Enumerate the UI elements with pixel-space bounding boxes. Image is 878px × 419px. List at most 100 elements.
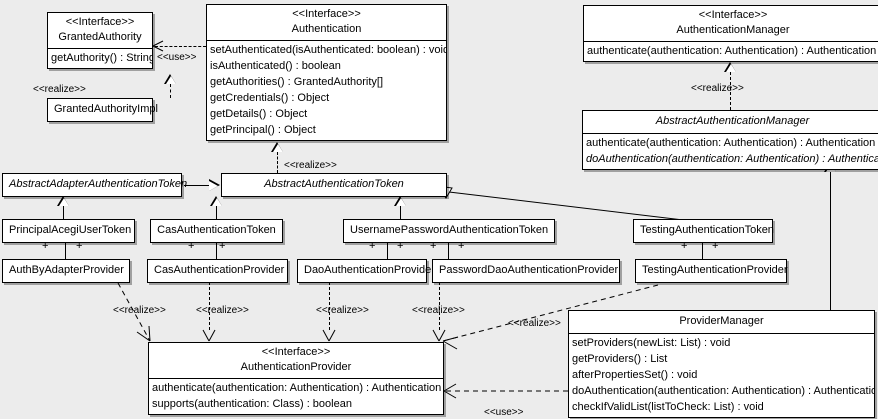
class-header-authentication: <<Interface>> Authentication: [207, 5, 446, 40]
use-label-granted-authority: <<use>>: [157, 52, 197, 63]
class-name-label: TestingAuthenticationProvider: [642, 264, 788, 276]
operation-row: getCredentials() : Object: [210, 92, 330, 104]
association-adornment-plus: +: [76, 240, 83, 252]
operations-compartment: authenticate(authentication: Authenticat…: [583, 134, 878, 169]
class-name-label: AuthenticationProvider: [240, 361, 352, 373]
class-name-label: AbstractAuthenticationToken: [264, 178, 404, 190]
class-header-authentication-provider: <<Interface>> AuthenticationProvider: [149, 343, 443, 378]
association-line-username-password-password-dao: [448, 240, 449, 260]
class-box-password-dao-authentication-provider[interactable]: PasswordDaoAuthenticationProvider: [432, 259, 620, 283]
class-name-label: UsernamePasswordAuthenticationToken: [350, 224, 549, 236]
realize-line-cas-provider: [209, 282, 210, 330]
association-adornment-plus: +: [712, 240, 719, 252]
operation-row: getAuthorities() : GrantedAuthority[]: [210, 76, 384, 88]
class-header-password-dao-authentication-provider: PasswordDaoAuthenticationProvider: [433, 260, 619, 282]
class-name-label: AbstractAuthenticationManager: [655, 115, 810, 127]
generalization-arrowhead-authentication-manager: [724, 62, 737, 72]
class-name-label: ProviderManager: [679, 315, 764, 327]
operations-compartment: getAuthority() : String: [48, 49, 152, 68]
association-line-testing-token-provider: [702, 240, 703, 260]
compartment-divider: [48, 48, 152, 49]
realize-line-password-dao-provider: [439, 282, 440, 330]
class-name-label: DaoAuthenticationProvider: [304, 264, 435, 276]
realize-label-dao-provider: <<realize>>: [316, 305, 369, 316]
realize-label-authentication-manager: <<realize>>: [691, 83, 744, 94]
class-header-granted-authority-impl: GrantedAuthorityImpl: [48, 99, 158, 121]
association-adornment-plus: +: [430, 240, 437, 252]
class-name-label: AbstractAdapterAuthenticationToken: [9, 178, 188, 190]
realize-label-testing-provider: <<realize>>: [508, 318, 561, 329]
generalization-arrowhead-granted-authority: [164, 74, 177, 84]
class-box-testing-authentication-provider[interactable]: TestingAuthenticationProvider: [635, 259, 788, 283]
generalization-line-adapter-token: [184, 185, 210, 186]
generalization-arrowhead-authentication: [271, 142, 284, 152]
class-box-auth-by-adapter-provider[interactable]: AuthByAdapterProvider: [2, 259, 130, 283]
operation-row: isAuthenticated() : boolean: [210, 60, 341, 72]
class-box-cas-authentication-token[interactable]: CasAuthenticationToken: [150, 219, 283, 243]
compartment-divider: [149, 378, 443, 379]
class-header-authentication-manager: <<Interface>> AuthenticationManager: [584, 6, 878, 41]
operation-row: authenticate(authentication: Authenticat…: [152, 382, 442, 394]
stereotype-label: <<Interface>>: [261, 346, 331, 358]
association-adornment-plus: +: [681, 240, 688, 252]
association-adornment-plus: +: [188, 240, 195, 252]
operations-compartment: authenticate(authentication: Authenticat…: [584, 42, 878, 61]
class-box-authentication[interactable]: <<Interface>> Authentication setAuthenti…: [206, 4, 447, 141]
stereotype-label: <<Interface>>: [292, 8, 361, 20]
class-box-authentication-manager[interactable]: <<Interface>> AuthenticationManager auth…: [583, 5, 878, 62]
class-box-abstract-adapter-authentication-token[interactable]: AbstractAdapterAuthenticationToken: [2, 173, 188, 197]
class-name-label: GrantedAuthority: [58, 31, 142, 43]
association-line-username-password-dao: [387, 240, 388, 260]
operations-compartment: setProviders(newList: List) : void getPr…: [569, 334, 874, 417]
operation-row: authenticate(authentication: Authenticat…: [587, 45, 877, 57]
class-name-label: PrincipalAcegiUserToken: [9, 224, 132, 236]
class-box-abstract-authentication-token[interactable]: AbstractAuthenticationToken: [221, 173, 447, 197]
class-header-abstract-authentication-token: AbstractAuthenticationToken: [222, 174, 446, 196]
use-line-granted-authority: [155, 46, 206, 47]
class-header-username-password-authentication-token: UsernamePasswordAuthenticationToken: [344, 220, 554, 242]
association-adornment-plus: +: [219, 240, 226, 252]
class-box-principal-acegi-user-token[interactable]: PrincipalAcegiUserToken: [2, 219, 135, 243]
class-box-dao-authentication-provider[interactable]: DaoAuthenticationProvider: [297, 259, 435, 283]
operation-row: getPrincipal() : Object: [210, 124, 316, 136]
realize-label-granted-authority-impl: <<realize>>: [33, 84, 86, 95]
operation-row: doAuthentication(authentication: Authent…: [572, 385, 874, 397]
class-header-principal-acegi-user-token: PrincipalAcegiUserToken: [3, 220, 134, 242]
generalization-line-username-password-token: [400, 206, 401, 219]
operation-row: setProviders(newList: List) : void: [572, 337, 731, 349]
realize-label-auth-by-adapter: <<realize>>: [113, 305, 166, 316]
generalization-arrowhead-adapter-token: [209, 179, 220, 192]
class-box-testing-authentication-token[interactable]: TestingAuthenticationToken: [633, 219, 774, 243]
class-box-cas-authentication-provider[interactable]: CasAuthenticationProvider: [147, 259, 288, 283]
class-name-label: AuthenticationManager: [676, 24, 790, 36]
use-label-provider-manager: <<use>>: [484, 407, 524, 418]
class-box-provider-manager[interactable]: ProviderManager setProviders(newList: Li…: [568, 310, 875, 418]
class-header-cas-authentication-token: CasAuthenticationToken: [151, 220, 282, 242]
realize-label-cas-provider: <<realize>>: [196, 305, 249, 316]
class-box-abstract-authentication-manager[interactable]: AbstractAuthenticationManager authentica…: [582, 110, 878, 170]
class-header-cas-authentication-provider: CasAuthenticationProvider: [148, 260, 287, 282]
class-box-authentication-provider[interactable]: <<Interface>> AuthenticationProvider aut…: [148, 342, 444, 415]
operation-row: supports(authentication: Class) : boolea…: [152, 398, 352, 410]
class-name-label: TestingAuthenticationToken: [640, 224, 774, 236]
operation-row: setAuthenticated(isAuthenticated: boolea…: [210, 44, 446, 56]
stereotype-label: <<Interface>>: [65, 16, 135, 28]
realize-label-password-dao-provider: <<realize>>: [412, 305, 465, 316]
class-box-granted-authority-impl[interactable]: GrantedAuthorityImpl: [47, 98, 158, 122]
class-header-testing-authentication-token: TestingAuthenticationToken: [634, 220, 774, 242]
operations-compartment: setAuthenticated(isAuthenticated: boolea…: [207, 41, 446, 140]
association-adornment-plus: +: [458, 240, 465, 252]
realize-line-granted-authority-impl: [170, 84, 171, 98]
class-header-granted-authority: <<Interface>> GrantedAuthority: [48, 13, 152, 48]
generalization-line-cas-token: [216, 206, 217, 219]
generalization-arrowhead-username-password-token: [394, 196, 407, 206]
class-box-granted-authority[interactable]: <<Interface>> GrantedAuthority getAuthor…: [47, 12, 153, 69]
generalization-arrowhead-principal-acegi-token: [57, 196, 70, 206]
operation-row-abstract: doAuthentication(authentication: Authent…: [586, 153, 878, 165]
association-adornment-plus: +: [397, 240, 404, 252]
generalization-line-principal-acegi-token: [63, 206, 64, 219]
operation-row: getAuthority() : String: [51, 52, 152, 64]
class-name-label: CasAuthenticationToken: [157, 224, 276, 236]
class-name-label: Authentication: [291, 23, 362, 35]
operation-row: getDetails() : Object: [210, 108, 308, 120]
